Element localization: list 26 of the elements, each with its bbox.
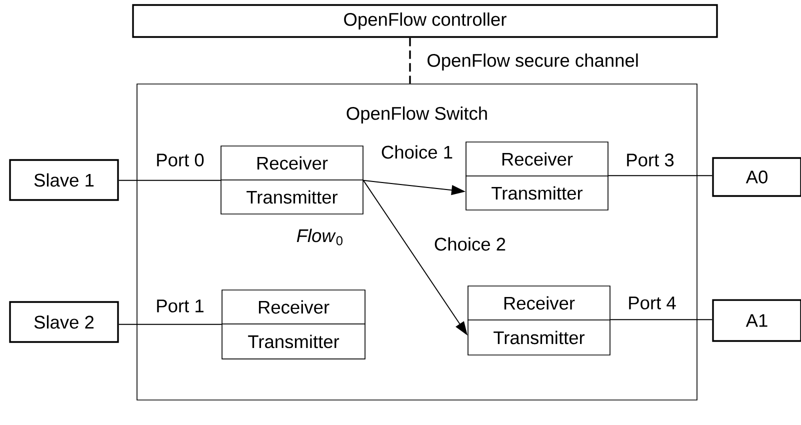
- edge-label: OpenFlow secure channel: [428, 53, 638, 71]
- edge-label: Choice 2: [434, 237, 506, 251]
- connector-line: [409, 38, 411, 84]
- transmitter-box: Transmitter: [466, 176, 608, 210]
- transmitter-box: Transmitter: [468, 320, 610, 356]
- box: A1: [712, 299, 801, 342]
- receiver-box: Receiver: [468, 286, 610, 320]
- receiver-box: Receiver: [466, 142, 608, 176]
- flow-label: Flow$_{0}$: [296, 228, 342, 246]
- receiver-box: Receiver: [222, 290, 366, 324]
- edge-label: Port 0: [157, 154, 204, 166]
- edge-label: Port 3: [627, 154, 674, 166]
- box: Slave 1: [9, 159, 119, 201]
- connector-line: [118, 180, 222, 181]
- edge-label: Choice 1: [382, 145, 452, 159]
- connector-line: [118, 324, 222, 325]
- box: A0: [712, 157, 801, 197]
- edge-label: Port 4: [629, 296, 676, 310]
- connector-line: [610, 319, 713, 320]
- box: OpenFlow controller: [132, 4, 718, 38]
- receiver-box: Receiver: [220, 146, 364, 180]
- transmitter-box: Transmitter: [220, 180, 364, 214]
- connector-line: [608, 175, 713, 176]
- box: Slave 2: [9, 301, 119, 343]
- transmitter-box: Transmitter: [222, 324, 366, 360]
- edge-label: Port 1: [157, 300, 204, 312]
